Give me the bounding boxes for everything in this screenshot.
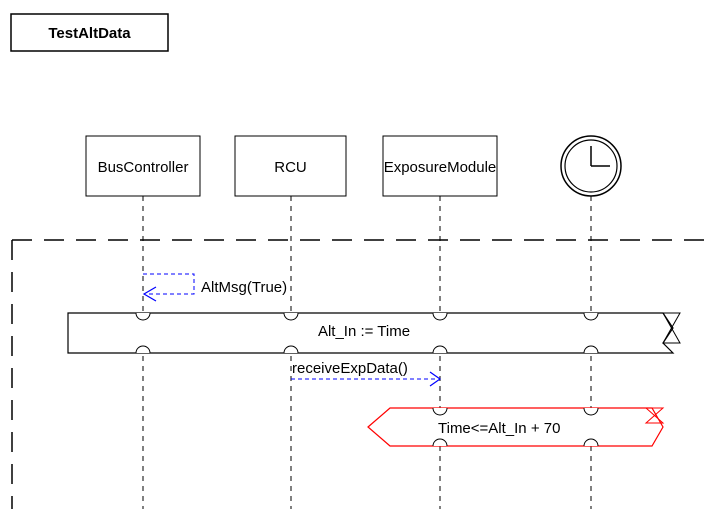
frame — [11, 239, 714, 509]
condition-label: Time<=Alt_In + 70 — [438, 420, 560, 437]
lifeline-crossing — [432, 312, 448, 321]
lifeline-timer[interactable] — [560, 135, 622, 509]
self-message-arrowhead — [142, 286, 157, 302]
lifeline-crossing — [432, 438, 448, 447]
action-label: Alt_In := Time — [318, 323, 410, 340]
lifeline-head-rcu — [234, 135, 347, 197]
lifeline-label-buscontroller: BusController — [98, 159, 189, 176]
title-text: TestAltData — [48, 25, 131, 42]
lifeline-crossing — [583, 345, 599, 354]
lifeline-buscontroller[interactable]: BusController — [85, 135, 201, 509]
timing-condition[interactable]: Time<=Alt_In + 70 — [367, 407, 665, 447]
lifeline-crossing — [283, 345, 299, 354]
clock-icon — [560, 135, 622, 197]
condition-box — [367, 407, 664, 447]
title-box — [10, 13, 169, 52]
lifeline-crossing — [583, 312, 599, 321]
lifeline-crossing — [283, 312, 299, 321]
lifeline-crossing — [432, 345, 448, 354]
message-arrowhead — [429, 371, 442, 387]
self-message-line — [143, 273, 195, 295]
action-assignment[interactable]: Alt_In := Time — [67, 312, 681, 354]
lifeline-crossing — [135, 312, 151, 321]
lifeline-rcu[interactable]: RCU — [234, 135, 347, 509]
lifeline-crossing — [583, 407, 599, 416]
lifeline-crossing — [432, 407, 448, 416]
message-label: receiveExpData() — [292, 360, 408, 377]
lifeline-head-buscontroller — [85, 135, 201, 197]
lifeline-crossing — [583, 438, 599, 447]
hourglass-icon — [662, 312, 681, 344]
lifeline-exposuremodule[interactable]: ExposureModule — [382, 135, 498, 509]
lifeline-label-rcu: RCU — [274, 159, 307, 176]
lifeline-label-exposuremodule: ExposureModule — [384, 159, 497, 176]
condition-hourglass-icon — [644, 407, 665, 424]
self-message-altmsg[interactable]: AltMsg(True) — [142, 273, 287, 302]
diagram-title[interactable]: TestAltData — [10, 13, 169, 52]
message-receiveexpdata[interactable]: receiveExpData() — [291, 360, 442, 387]
lifeline-crossing — [135, 345, 151, 354]
lifeline-head-exposuremodule — [382, 135, 498, 197]
self-message-label: AltMsg(True) — [201, 279, 287, 296]
